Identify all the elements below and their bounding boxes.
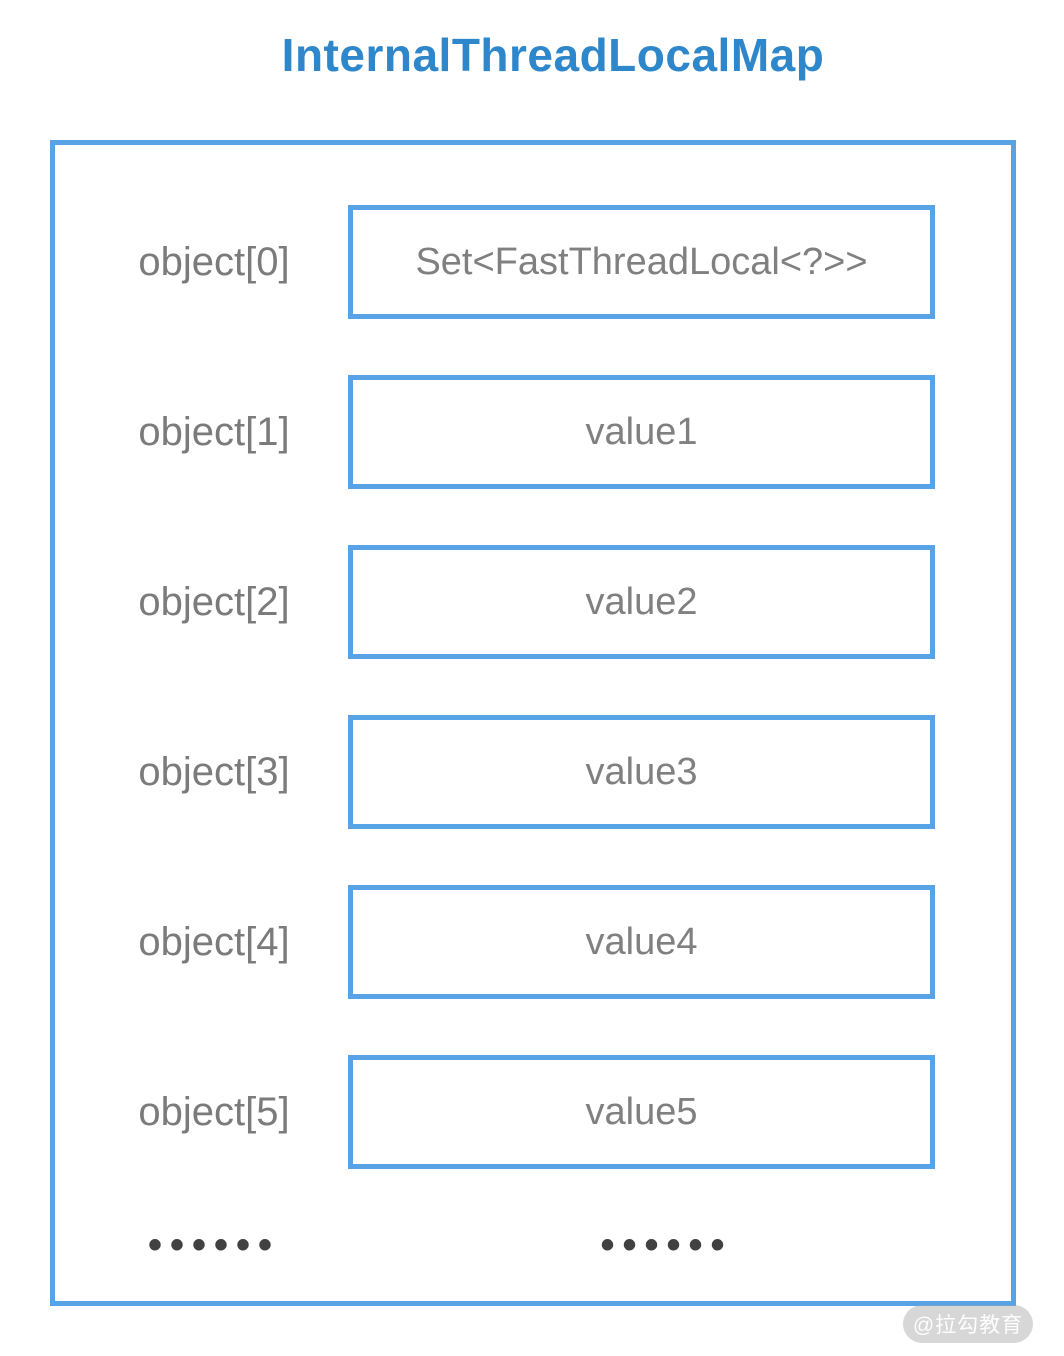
array-index-label: object[3] bbox=[138, 749, 290, 794]
array-slot-box: Set<FastThreadLocal<?>> bbox=[348, 205, 935, 319]
array-slot-box: value3 bbox=[348, 715, 935, 829]
array-slot-box: value2 bbox=[348, 545, 935, 659]
array-index-label: object[5] bbox=[138, 1089, 290, 1134]
map-row-5: object[5] value5 bbox=[55, 1055, 1011, 1169]
continuation-row: •••••• •••••• bbox=[55, 1225, 1011, 1265]
map-row-1: object[1] value1 bbox=[55, 375, 1011, 489]
internal-thread-local-map-container: object[0] Set<FastThreadLocal<?>> object… bbox=[50, 140, 1016, 1306]
ellipsis-dots-labels: •••••• bbox=[147, 1223, 281, 1267]
map-row-0: object[0] Set<FastThreadLocal<?>> bbox=[55, 205, 1011, 319]
page-title: InternalThreadLocalMap bbox=[281, 29, 825, 81]
array-slot-box: value4 bbox=[348, 885, 935, 999]
map-row-3: object[3] value3 bbox=[55, 715, 1011, 829]
watermark-badge: @拉勾教育 bbox=[903, 1305, 1033, 1343]
array-index-label: object[0] bbox=[138, 239, 290, 284]
array-index-label: object[1] bbox=[138, 409, 290, 454]
array-slot-box: value1 bbox=[348, 375, 935, 489]
array-index-label: object[2] bbox=[138, 579, 290, 624]
map-row-2: object[2] value2 bbox=[55, 545, 1011, 659]
map-row-4: object[4] value4 bbox=[55, 885, 1011, 999]
array-index-label: object[4] bbox=[138, 919, 290, 964]
ellipsis-dots-values: •••••• bbox=[600, 1223, 733, 1267]
array-slot-box: value5 bbox=[348, 1055, 935, 1169]
